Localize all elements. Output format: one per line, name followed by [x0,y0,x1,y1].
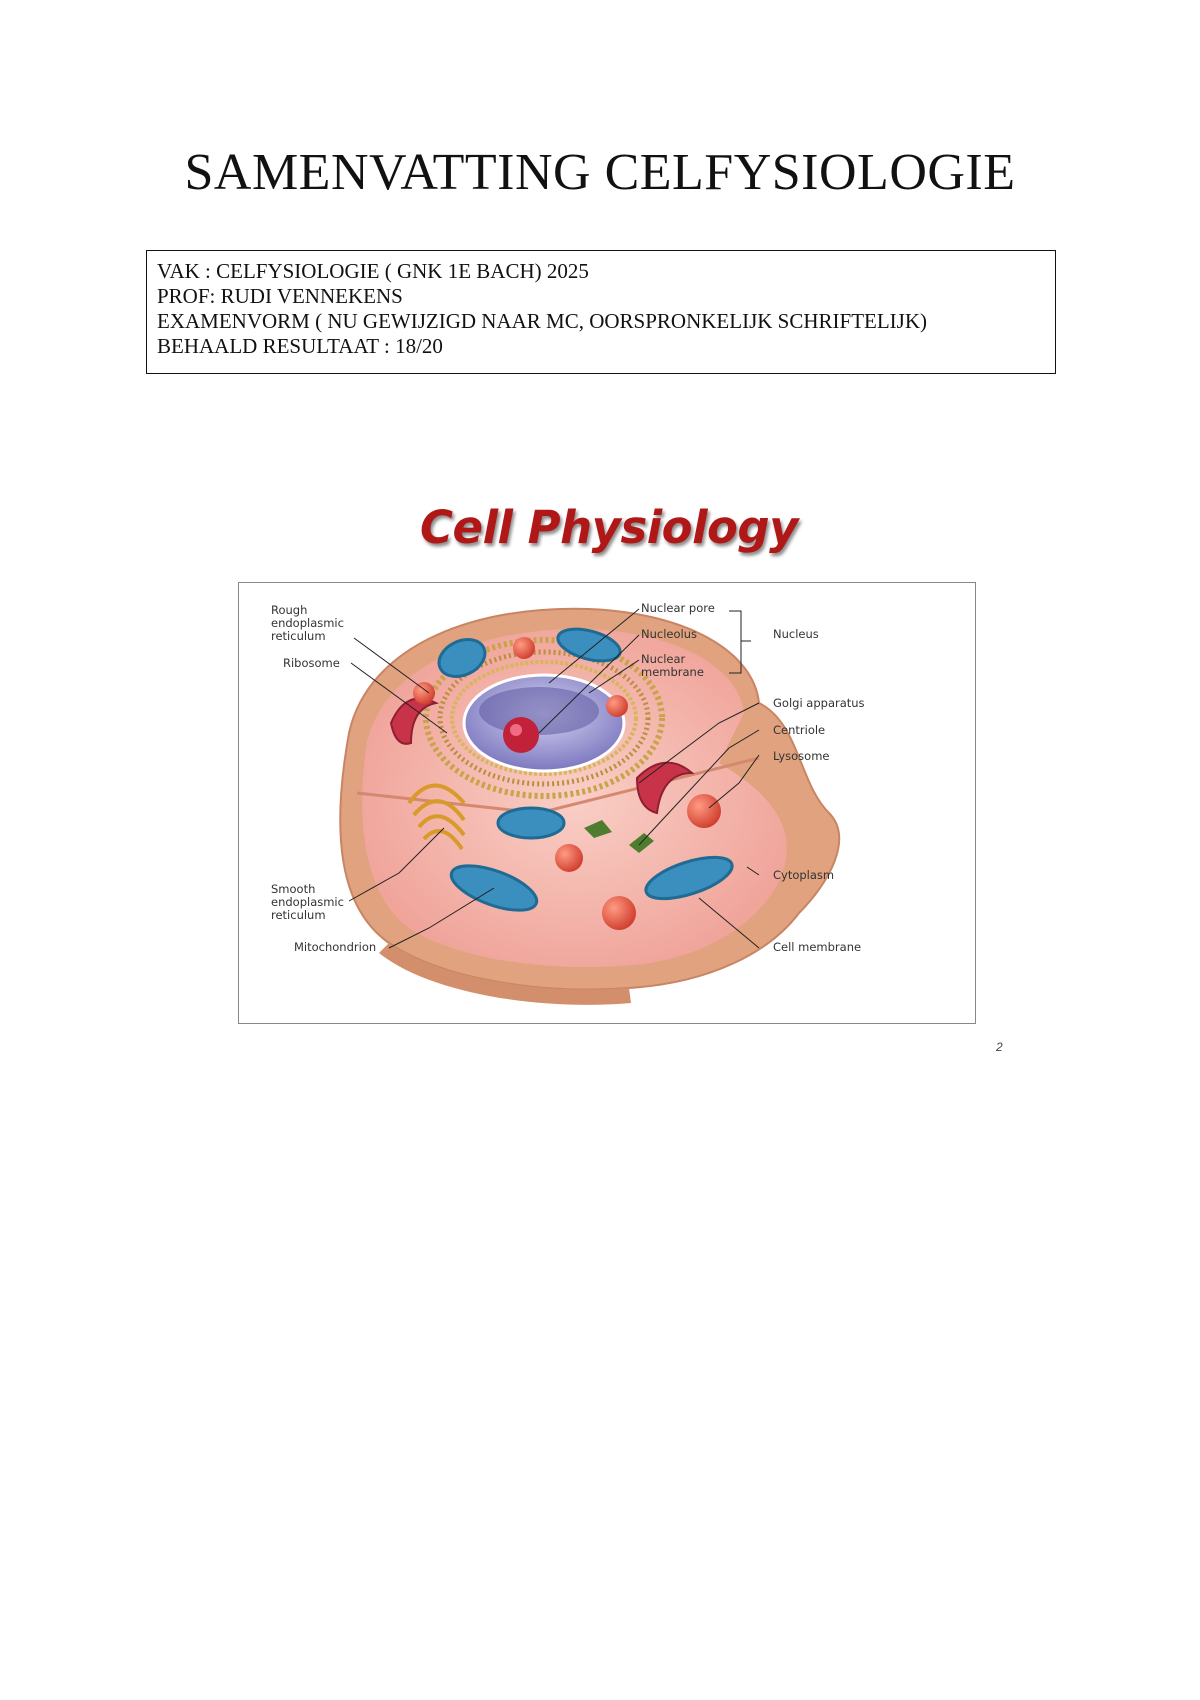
label-nucleolus: Nucleolus [641,627,697,641]
label-centriole: Centriole [773,723,825,737]
label-smooth-er-1: Smooth [271,882,315,896]
label-nuclear-membrane-1: Nuclear [641,652,686,666]
label-nucleus: Nucleus [773,627,819,641]
nucleus-shape [462,673,626,773]
nucleolus-shape [503,717,539,753]
label-smooth-er-2: endoplasmic [271,895,344,909]
cell-diagram: Rough endoplasmic reticulum Ribosome Nuc… [271,601,865,1005]
professor-line: PROF: RUDI VENNEKENS [157,284,403,308]
label-lysosome: Lysosome [773,749,830,763]
label-rough-er-1: Rough [271,603,307,617]
label-rough-er-3: reticulum [271,629,326,643]
page-title: SAMENVATTING CELFYSIOLOGIE [184,144,1016,201]
page-number: 2 [996,1040,1003,1054]
label-golgi-apparatus: Golgi apparatus [773,696,865,710]
course-info-box: VAK : CELFYSIOLOGIE ( GNK 1E BACH) 2025 … [146,250,1056,374]
course-line: VAK : CELFYSIOLOGIE ( GNK 1E BACH) 2025 [157,259,589,283]
leader-lines [348,608,760,949]
label-smooth-er-3: reticulum [271,908,326,922]
smooth-er-shape [407,783,466,851]
exam-format-line: EXAMENVORM ( NU GEWIJZIGD NAAR MC, OORSP… [157,309,927,333]
rough-er-shape [423,637,665,799]
lysosomes-group [413,637,721,930]
cell-body [339,607,841,1005]
label-nuclear-membrane-2: membrane [641,665,704,679]
label-cell-membrane: Cell membrane [773,940,861,954]
label-mitochondrion: Mitochondrion [294,940,376,954]
result-line: BEHAALD RESULTAAT : 18/20 [157,334,443,358]
cell-diagram-figure: Rough endoplasmic reticulum Ribosome Nuc… [238,582,976,1024]
figure-title: Cell Physiology [420,501,798,554]
label-nuclear-pore: Nuclear pore [641,601,715,615]
label-cytoplasm: Cytoplasm [773,868,834,882]
label-ribosome: Ribosome [283,656,340,670]
label-rough-er-2: endoplasmic [271,616,344,630]
